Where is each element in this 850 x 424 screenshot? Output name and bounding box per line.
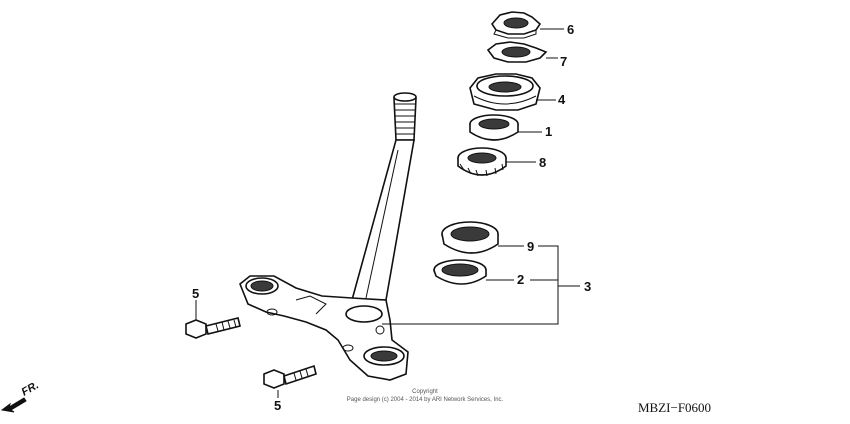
callout-9: 9 <box>527 239 534 254</box>
front-direction-indicator: FR. <box>0 379 41 413</box>
callout-3: 3 <box>584 279 591 294</box>
callout-7: 7 <box>560 54 567 69</box>
part-4-adjusting-nut[interactable] <box>469 73 541 111</box>
callout-6: 6 <box>567 22 574 37</box>
part-1-upper-race[interactable] <box>469 114 519 141</box>
callout-2: 2 <box>517 272 524 287</box>
diagram-code: MBZI−F0600 <box>638 400 711 415</box>
part-8-bearing[interactable] <box>457 147 507 177</box>
callout-8: 8 <box>539 155 546 170</box>
callout-5-upper: 5 <box>192 286 199 301</box>
part-2-lower-race[interactable] <box>433 259 487 285</box>
front-arrow-icon <box>0 397 27 413</box>
copyright-line-2: Page design (c) 2004 - 2014 by ARI Netwo… <box>347 397 504 403</box>
copyright-line-1: Copyright <box>412 389 438 395</box>
part-9-dust-seal[interactable] <box>441 221 499 254</box>
leader-lines <box>195 28 580 398</box>
part-6-lock-nut[interactable] <box>490 11 542 39</box>
part-5-bolt-upper[interactable] <box>185 317 241 339</box>
callout-4: 4 <box>558 92 566 107</box>
part-5-bolt-lower[interactable] <box>263 364 317 389</box>
front-label: FR. <box>20 379 41 398</box>
callout-1: 1 <box>545 124 552 139</box>
steering-stem-shaft[interactable] <box>350 92 417 301</box>
part-7-lock-washer[interactable] <box>486 41 548 63</box>
lower-triple-clamp[interactable] <box>239 275 409 381</box>
callout-5-lower: 5 <box>274 398 281 413</box>
